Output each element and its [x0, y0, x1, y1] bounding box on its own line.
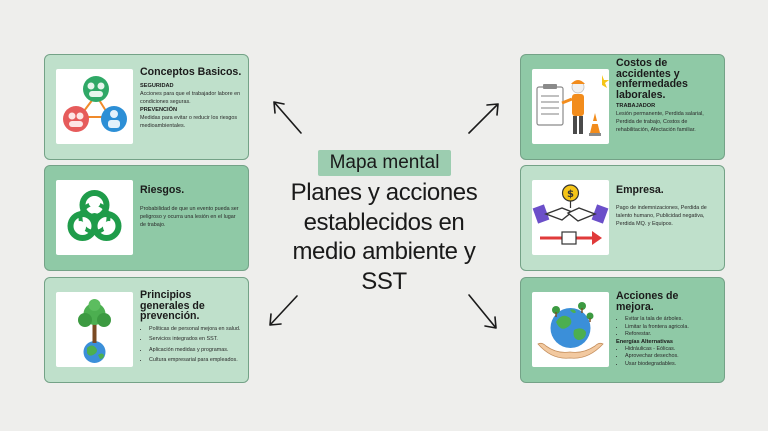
handshake-money-icon: $ — [532, 180, 609, 255]
card-text: Medidas para evitar o reducir los riesgo… — [140, 114, 238, 129]
worker-checklist-icon — [532, 69, 609, 144]
list-item: Políticas de personal mejora en salud. — [149, 326, 242, 334]
list-item: Cultura empresarial para empleados. — [149, 357, 242, 365]
card-title: Empresa. — [616, 185, 664, 196]
card-conceptos-basicos: Conceptos Basicos. SEGURIDAD Acciones pa… — [44, 54, 249, 160]
list-item: Limitar la frontera agricola. — [625, 324, 718, 332]
card-label: PREVENCIÓN — [140, 106, 177, 113]
card-title: Conceptos Basicos. — [140, 67, 242, 78]
arrow-up-left-icon — [270, 98, 304, 136]
center-badge: Mapa mental — [318, 150, 451, 176]
hands-globe-icon — [532, 292, 609, 367]
card-principios-prevencion: Principios generales de prevención. Polí… — [44, 277, 249, 383]
card-title: Riesgos. — [140, 185, 185, 196]
list-item: Hidráulicas - Eólicas. — [625, 346, 718, 354]
list-item: Aprovechar desechos. — [625, 353, 718, 361]
arrow-down-left-icon — [266, 293, 300, 329]
biohazard-icon — [56, 180, 133, 255]
center-title: Planes y acciones establecidos en medio … — [290, 179, 478, 295]
card-empresa: $ Empresa. Pago de indemnizaciones, Perd… — [520, 165, 725, 271]
card-title: Acciones de mejora. — [616, 291, 679, 313]
tree-globe-icon — [56, 292, 133, 367]
card-label: TRABAJADOR — [616, 103, 656, 109]
arrow-down-right-icon — [466, 292, 500, 332]
card-label: SEGURIDAD — [140, 82, 174, 89]
list-item: Usar biodegradables. — [625, 361, 718, 369]
card-text: Lesión permanente, Perdida salarial, Per… — [616, 111, 704, 133]
card-acciones-mejora: Acciones de mejora. Evitar la tala de ár… — [520, 277, 725, 383]
card-text: Probabilidad de que un evento pueda ser … — [140, 205, 239, 228]
card-text: Acciones para que el trabajador labore e… — [140, 90, 241, 105]
card-title: Principios generales de prevención. — [140, 290, 205, 322]
card-text: Pago de indemnizaciones, Perdida de tale… — [616, 204, 707, 227]
list-item: Reforestar. — [625, 331, 718, 339]
principles-list: Políticas de personal mejora en salud. S… — [140, 326, 242, 365]
list-item: Aplicación medidas y programas. — [149, 347, 242, 355]
card-costos-accidentes: Costos de accidentes y enfermedades labo… — [520, 54, 725, 160]
card-riesgos: Riesgos. Probabilidad de que un evento p… — [44, 165, 249, 271]
people-network-icon — [56, 69, 133, 144]
arrow-up-right-icon — [466, 100, 502, 136]
card-label: Energías Alternativas — [616, 338, 673, 345]
improvement-list: Evitar la tala de árboles. Limitar la fr… — [616, 316, 718, 339]
list-item: Servicios integrados en SST. — [149, 336, 242, 344]
alternative-energy-list: Hidráulicas - Eólicas. Aprovechar desech… — [616, 346, 718, 369]
list-item: Evitar la tala de árboles. — [625, 316, 718, 324]
card-title: Costos de accidentes y enfermedades labo… — [616, 58, 688, 101]
svg-text:$: $ — [567, 189, 574, 200]
